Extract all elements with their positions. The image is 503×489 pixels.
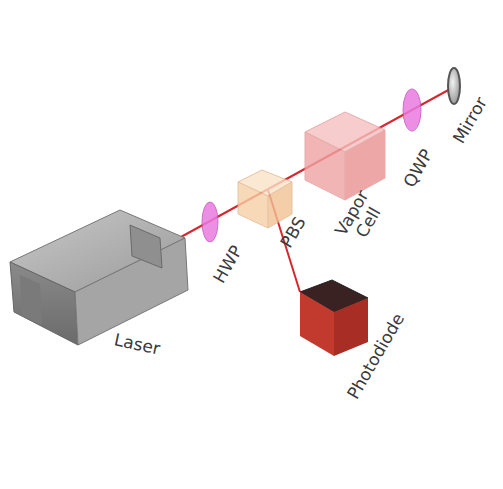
part-label: Laser <box>112 330 161 358</box>
mirror <box>448 68 460 104</box>
quarter-wave-plate <box>403 89 421 131</box>
laser-housing <box>10 210 188 345</box>
part-label: HWP <box>210 242 246 286</box>
laser-beam <box>170 88 452 243</box>
part-label: QWP <box>400 146 436 190</box>
beam-splitter-cube <box>238 170 292 228</box>
vapor-cell <box>305 112 385 200</box>
photodiode <box>300 280 368 356</box>
half-wave-plate <box>202 202 218 242</box>
